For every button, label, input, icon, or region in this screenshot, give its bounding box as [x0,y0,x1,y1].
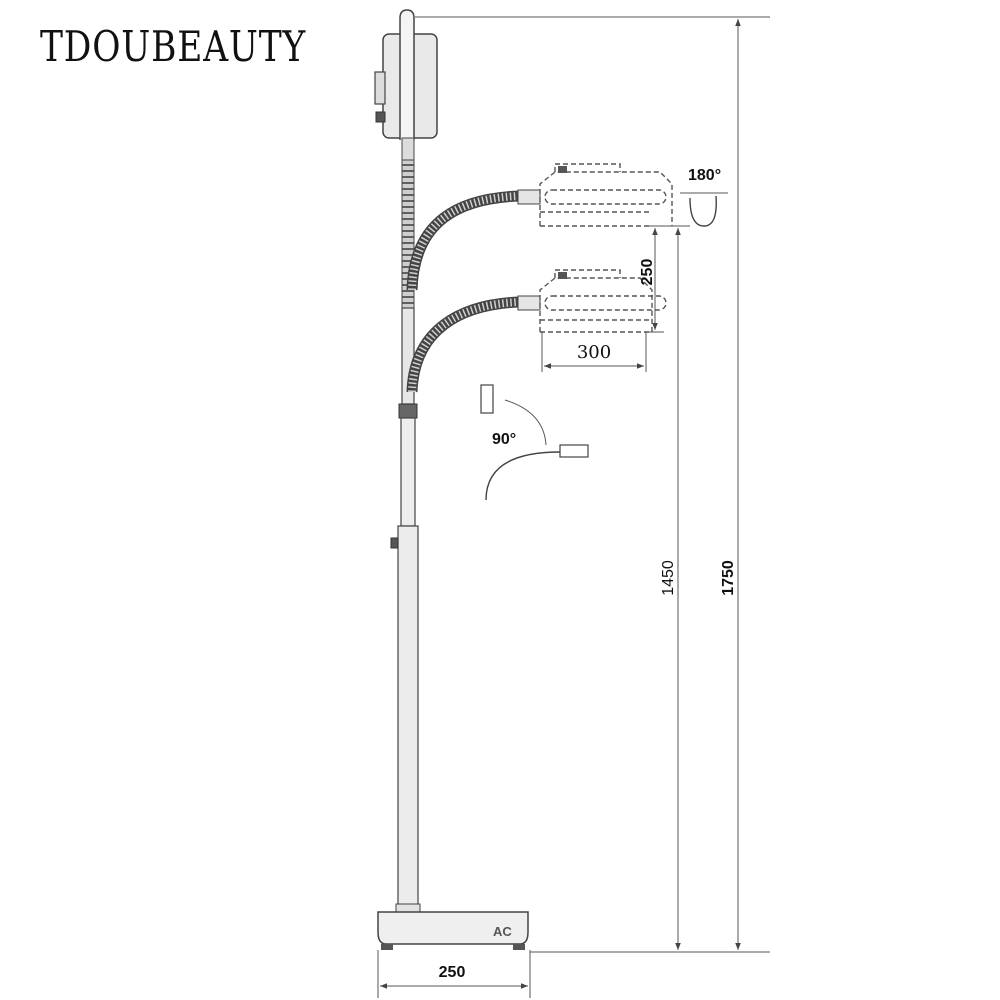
swing-90-label: 90° [492,431,516,448]
base-width-label: 250 [439,964,466,981]
rotation-180-indicator: 180° [680,167,728,227]
brand-title: TDOUBEAUTY [40,22,307,71]
dim-total-height: 1750 [415,16,770,953]
dim-arm-reach: 300 [541,332,647,372]
top-lamp-head [374,9,438,161]
lamp-base: AC [377,911,529,950]
base-ac-label: AC [493,924,512,939]
lower-lamp-head [517,269,667,333]
rotation-180-label: 180° [688,167,721,184]
upper-lamp-head-dashed [517,163,673,227]
vertical-travel-label: 250 [639,259,656,286]
total-height-label: 1750 [720,560,737,596]
dim-base-width: 250 [377,950,531,998]
lower-flex-arm [406,296,521,393]
swing-90-indicator: 90° [480,384,589,501]
dim-lamp-height: 1450 [660,225,690,950]
lamp-height-label: 1450 [660,560,677,596]
dim-vertical-travel: 250 [639,225,664,333]
arm-reach-label: 300 [577,342,611,363]
upper-flex-arm [406,190,521,291]
